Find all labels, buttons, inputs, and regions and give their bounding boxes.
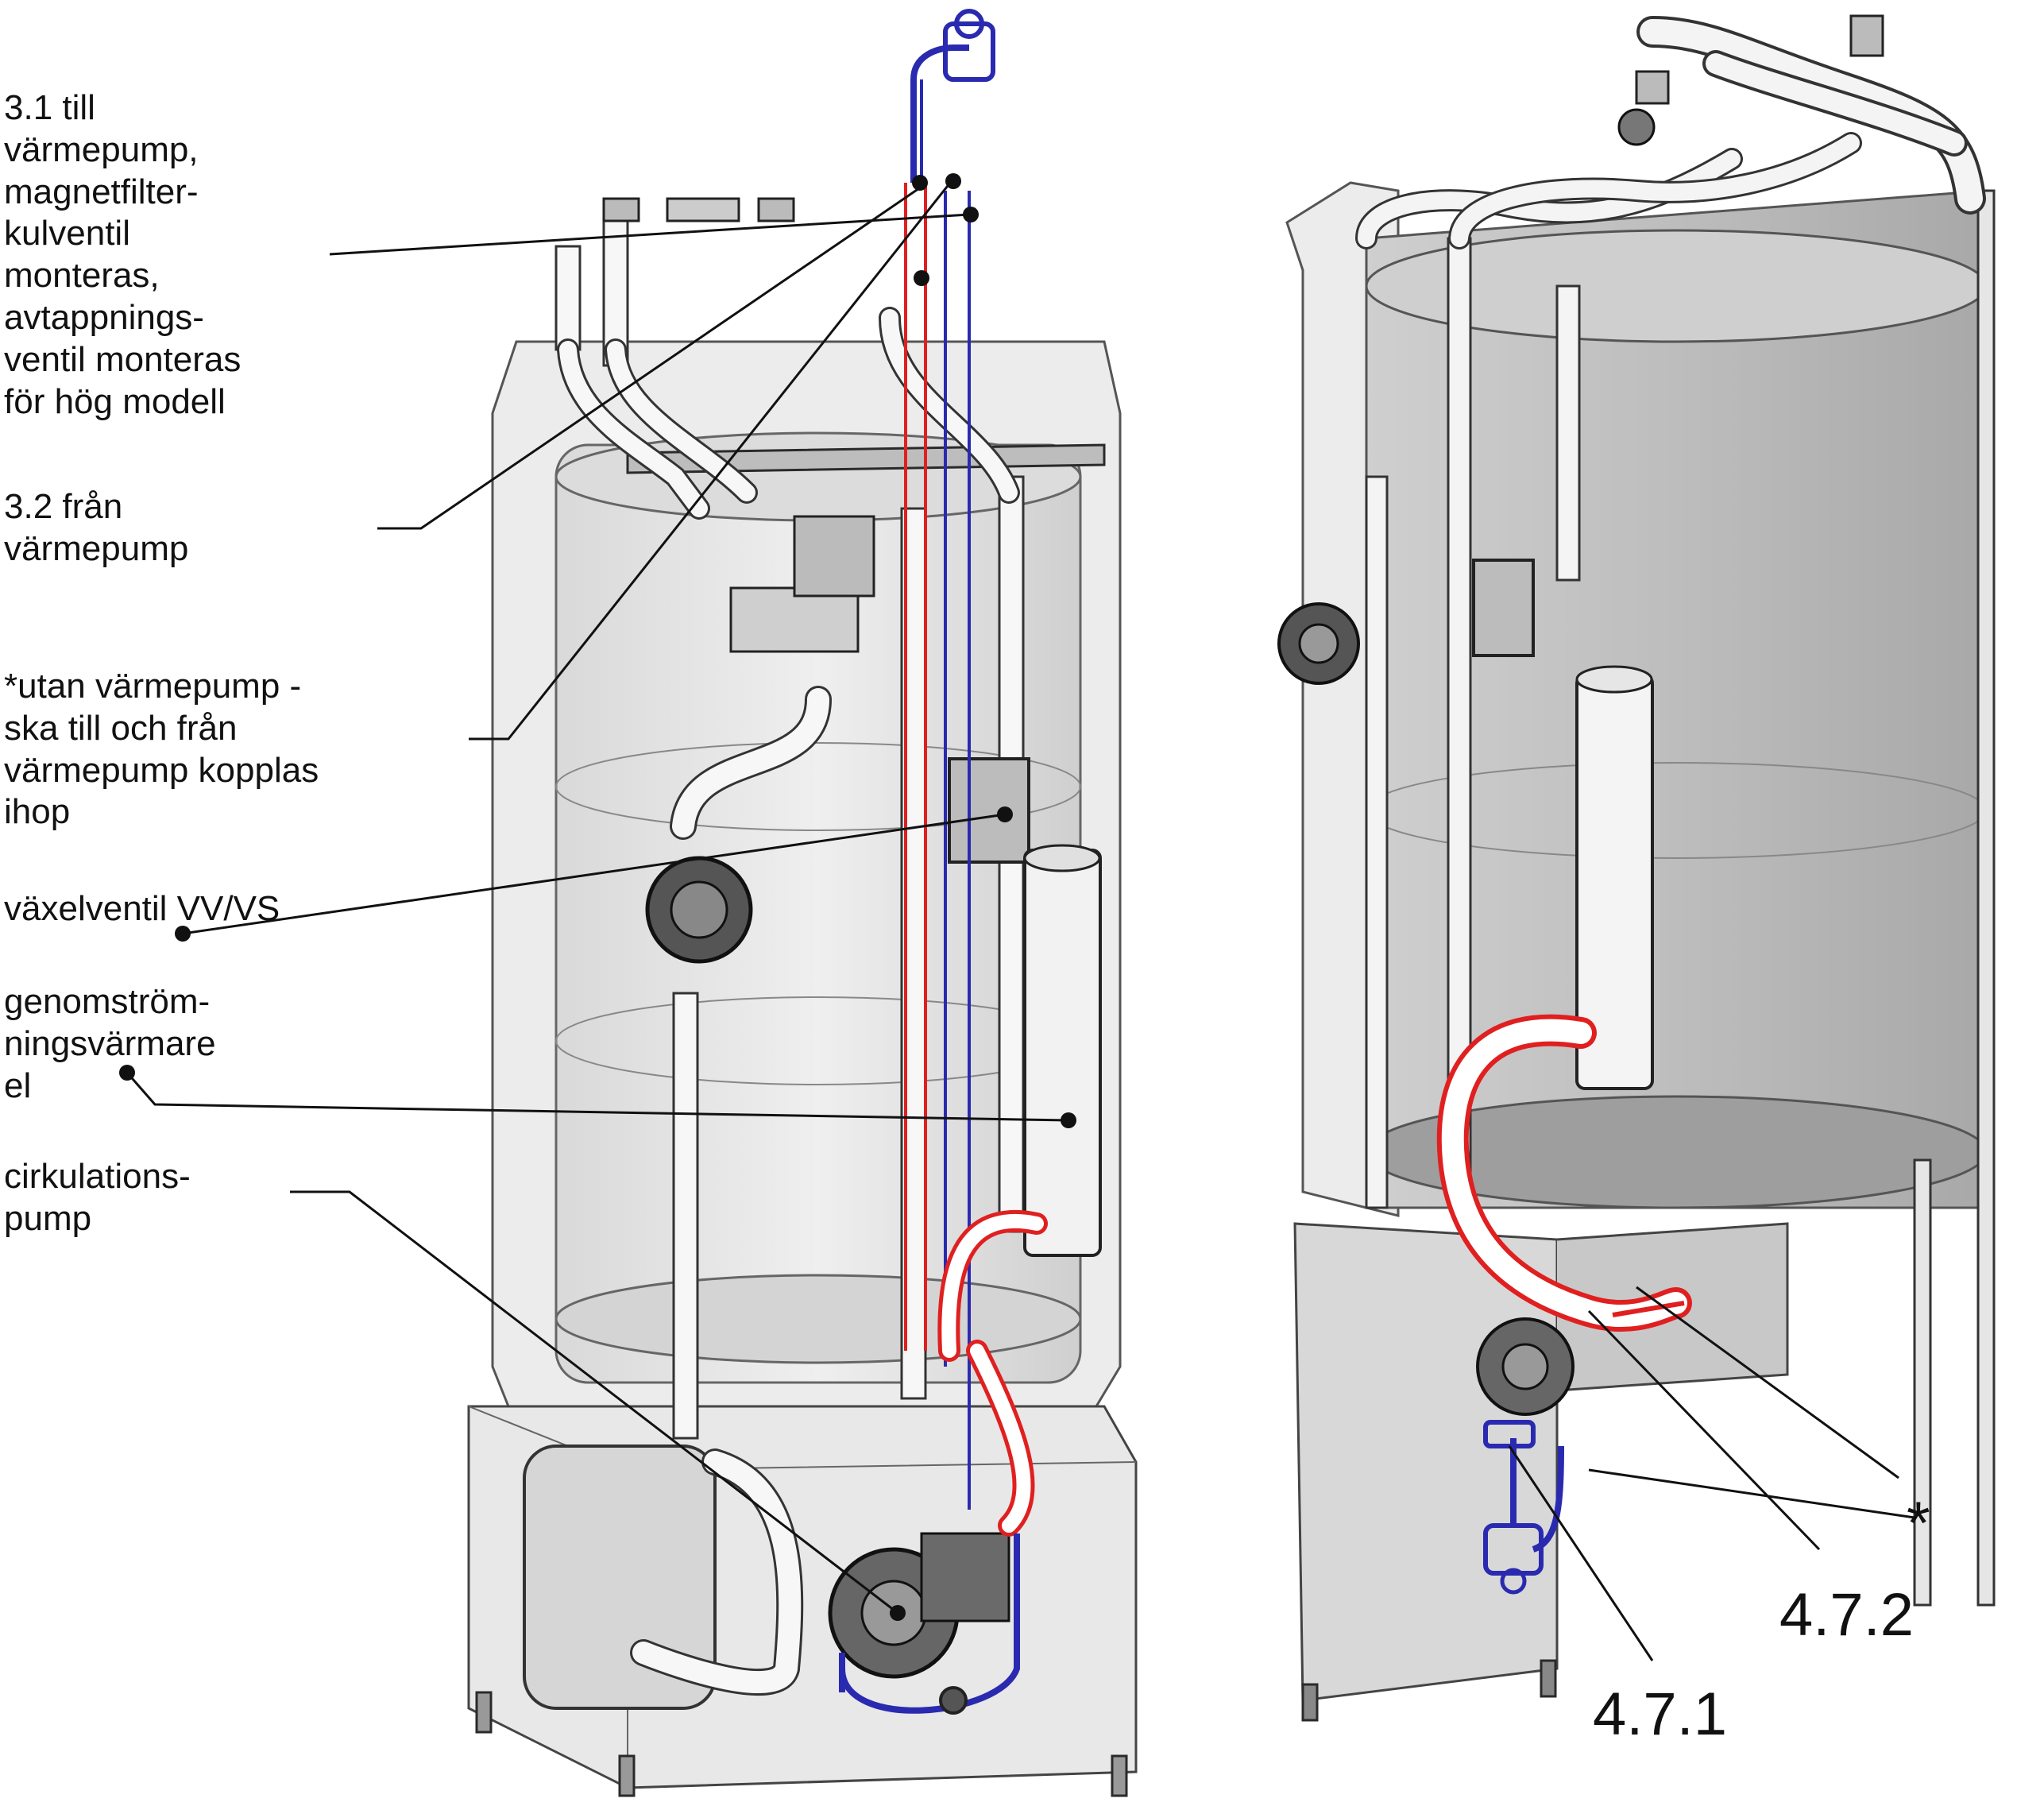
callout-4-7-2: 4.7.2 — [1779, 1581, 1915, 1649]
right-water-heater — [1277, 14, 1996, 1722]
left-hot-cold-lines — [839, 9, 1048, 1715]
left-water-heater — [467, 197, 1138, 1797]
label-diverter-valve: växelventil VV/VS — [4, 889, 280, 928]
label-circulation-pump: cirkulations- pump — [4, 1157, 191, 1238]
label-3-1-to-heat-pump: 3.1 till värmepump, magnetfilter- kulven… — [4, 88, 241, 421]
label-without-heat-pump: *utan värmepump - ska till och från värm… — [4, 667, 319, 832]
left-electric-heater — [1023, 849, 1102, 1257]
leader-lines — [126, 178, 1915, 1661]
label-3-2-from-heat-pump: 3.2 från värmepump — [4, 487, 189, 568]
right-hot-cold-lines — [1436, 1014, 1692, 1595]
label-electric-flow-heater: genomström- ningsvärmare el — [4, 982, 216, 1105]
leader-dots — [119, 173, 1076, 1621]
left-diverter-valve — [948, 757, 1030, 864]
callout-4-7-1: 4.7.1 — [1593, 1680, 1728, 1748]
callout-star: * — [1907, 1490, 1930, 1557]
right-diverter-valve — [1472, 559, 1535, 657]
